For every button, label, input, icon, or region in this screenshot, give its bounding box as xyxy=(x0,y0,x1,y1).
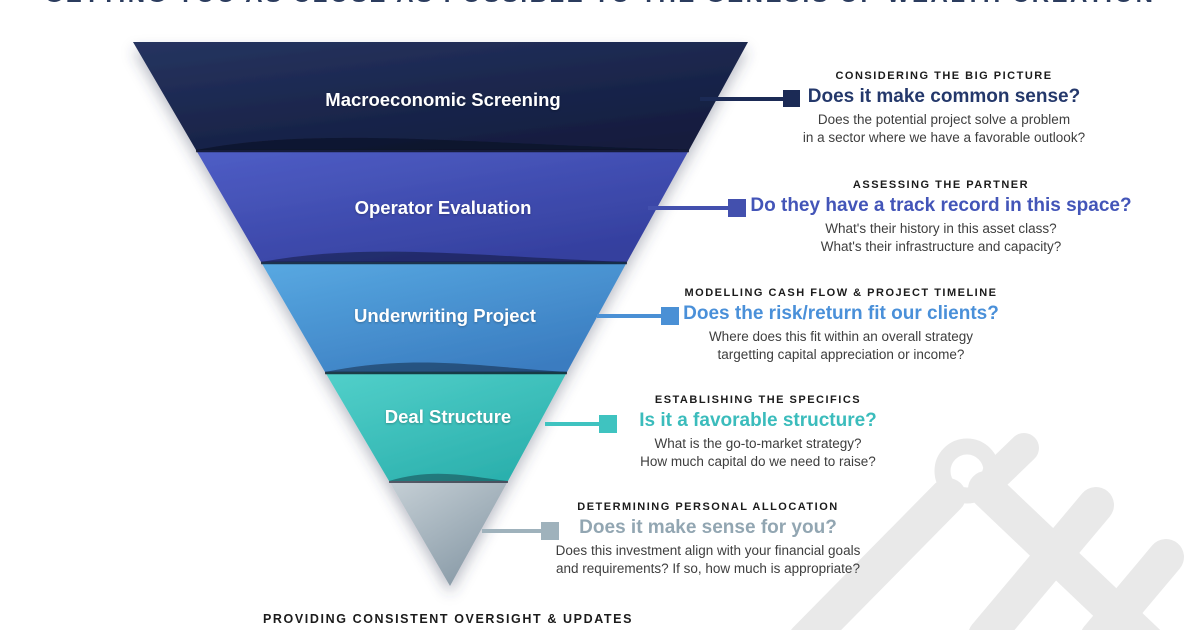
stage-5-body: Does this investment align with your fin… xyxy=(555,543,861,576)
note-stage-3: MODELLING CASH FLOW & PROJECT TIMELINE D… xyxy=(596,287,1086,364)
stage-2-headline: Do they have a track record in this spac… xyxy=(750,195,1132,216)
funnel-label-operator-evaluation: Operator Evaluation xyxy=(354,197,532,218)
funnel-segment-2 xyxy=(196,150,689,262)
stage-3-headline: Does the risk/return fit our clients? xyxy=(683,303,999,324)
funnel xyxy=(133,42,748,586)
anchor-branch-watermark-icon xyxy=(791,433,1184,630)
funnel-segment-5 xyxy=(389,481,508,586)
connector-square-3 xyxy=(661,307,679,325)
funnel-segment-4 xyxy=(325,372,567,481)
stage-4-headline: Is it a favorable structure? xyxy=(639,410,877,431)
stage-1-eyebrow: CONSIDERING THE BIG PICTURE xyxy=(835,70,1053,82)
connector-square-4 xyxy=(599,415,617,433)
stage-5-eyebrow: DETERMINING PERSONAL ALLOCATION xyxy=(577,501,839,513)
note-stage-1: CONSIDERING THE BIG PICTURE Does it make… xyxy=(699,70,1189,147)
connector-square-2 xyxy=(728,199,746,217)
note-stage-2: ASSESSING THE PARTNER Do they have a tra… xyxy=(696,179,1186,256)
stage-5-headline: Does it make sense for you? xyxy=(579,517,837,538)
note-stage-4: ESTABLISHING THE SPECIFICS Is it a favor… xyxy=(513,394,1003,471)
stage-3-eyebrow: MODELLING CASH FLOW & PROJECT TIMELINE xyxy=(684,287,998,299)
funnel-label-deal-structure: Deal Structure xyxy=(384,406,512,427)
connector-square-1 xyxy=(783,90,800,107)
connectors xyxy=(482,90,800,540)
funnel-label-macroeconomic-screening: Macroeconomic Screening xyxy=(325,89,561,110)
funnel-segment-1 xyxy=(133,42,748,150)
connector-square-5 xyxy=(541,522,559,540)
footer-oversight-label: PROVIDING CONSISTENT OVERSIGHT & UPDATES xyxy=(262,612,634,626)
stage-1-headline: Does it make common sense? xyxy=(807,86,1081,107)
stage-3-body: Where does this fit within an overall st… xyxy=(708,329,974,362)
segment-shade-1 xyxy=(196,137,689,150)
page-title: GETTING YOU AS CLOSE AS POSSIBLE TO THE … xyxy=(0,0,1200,9)
segment-shade-3 xyxy=(325,362,567,372)
stage-4-eyebrow: ESTABLISHING THE SPECIFICS xyxy=(654,394,862,406)
note-stage-5: DETERMINING PERSONAL ALLOCATION Does it … xyxy=(463,501,953,578)
segment-shade-4 xyxy=(389,473,508,481)
segment-shade-2 xyxy=(261,251,627,262)
stage-2-body: What's their history in this asset class… xyxy=(820,221,1062,254)
stage-2-eyebrow: ASSESSING THE PARTNER xyxy=(852,179,1030,191)
stage-4-body: What is the go-to-market strategy? How m… xyxy=(640,436,876,469)
funnel-segment-3 xyxy=(261,262,627,372)
funnel-label-underwriting-project: Underwriting Project xyxy=(354,305,536,326)
stage-1-body: Does the potential project solve a probl… xyxy=(802,112,1086,145)
